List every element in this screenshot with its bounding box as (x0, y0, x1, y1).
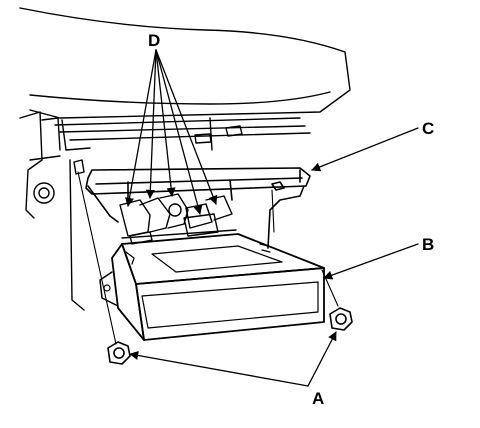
callout-a: A (312, 389, 324, 408)
leader-lines (124, 49, 419, 387)
bracket-bolt (33, 182, 55, 204)
control-unit (99, 233, 325, 341)
mounting-bracket (85, 167, 311, 249)
callout-c: C (422, 119, 434, 138)
mounting-nut-left (107, 341, 131, 365)
callout-b: B (422, 235, 434, 254)
dashboard-structure (19, 7, 351, 311)
callout-d: D (148, 31, 160, 50)
mounting-nut-right (329, 307, 353, 331)
